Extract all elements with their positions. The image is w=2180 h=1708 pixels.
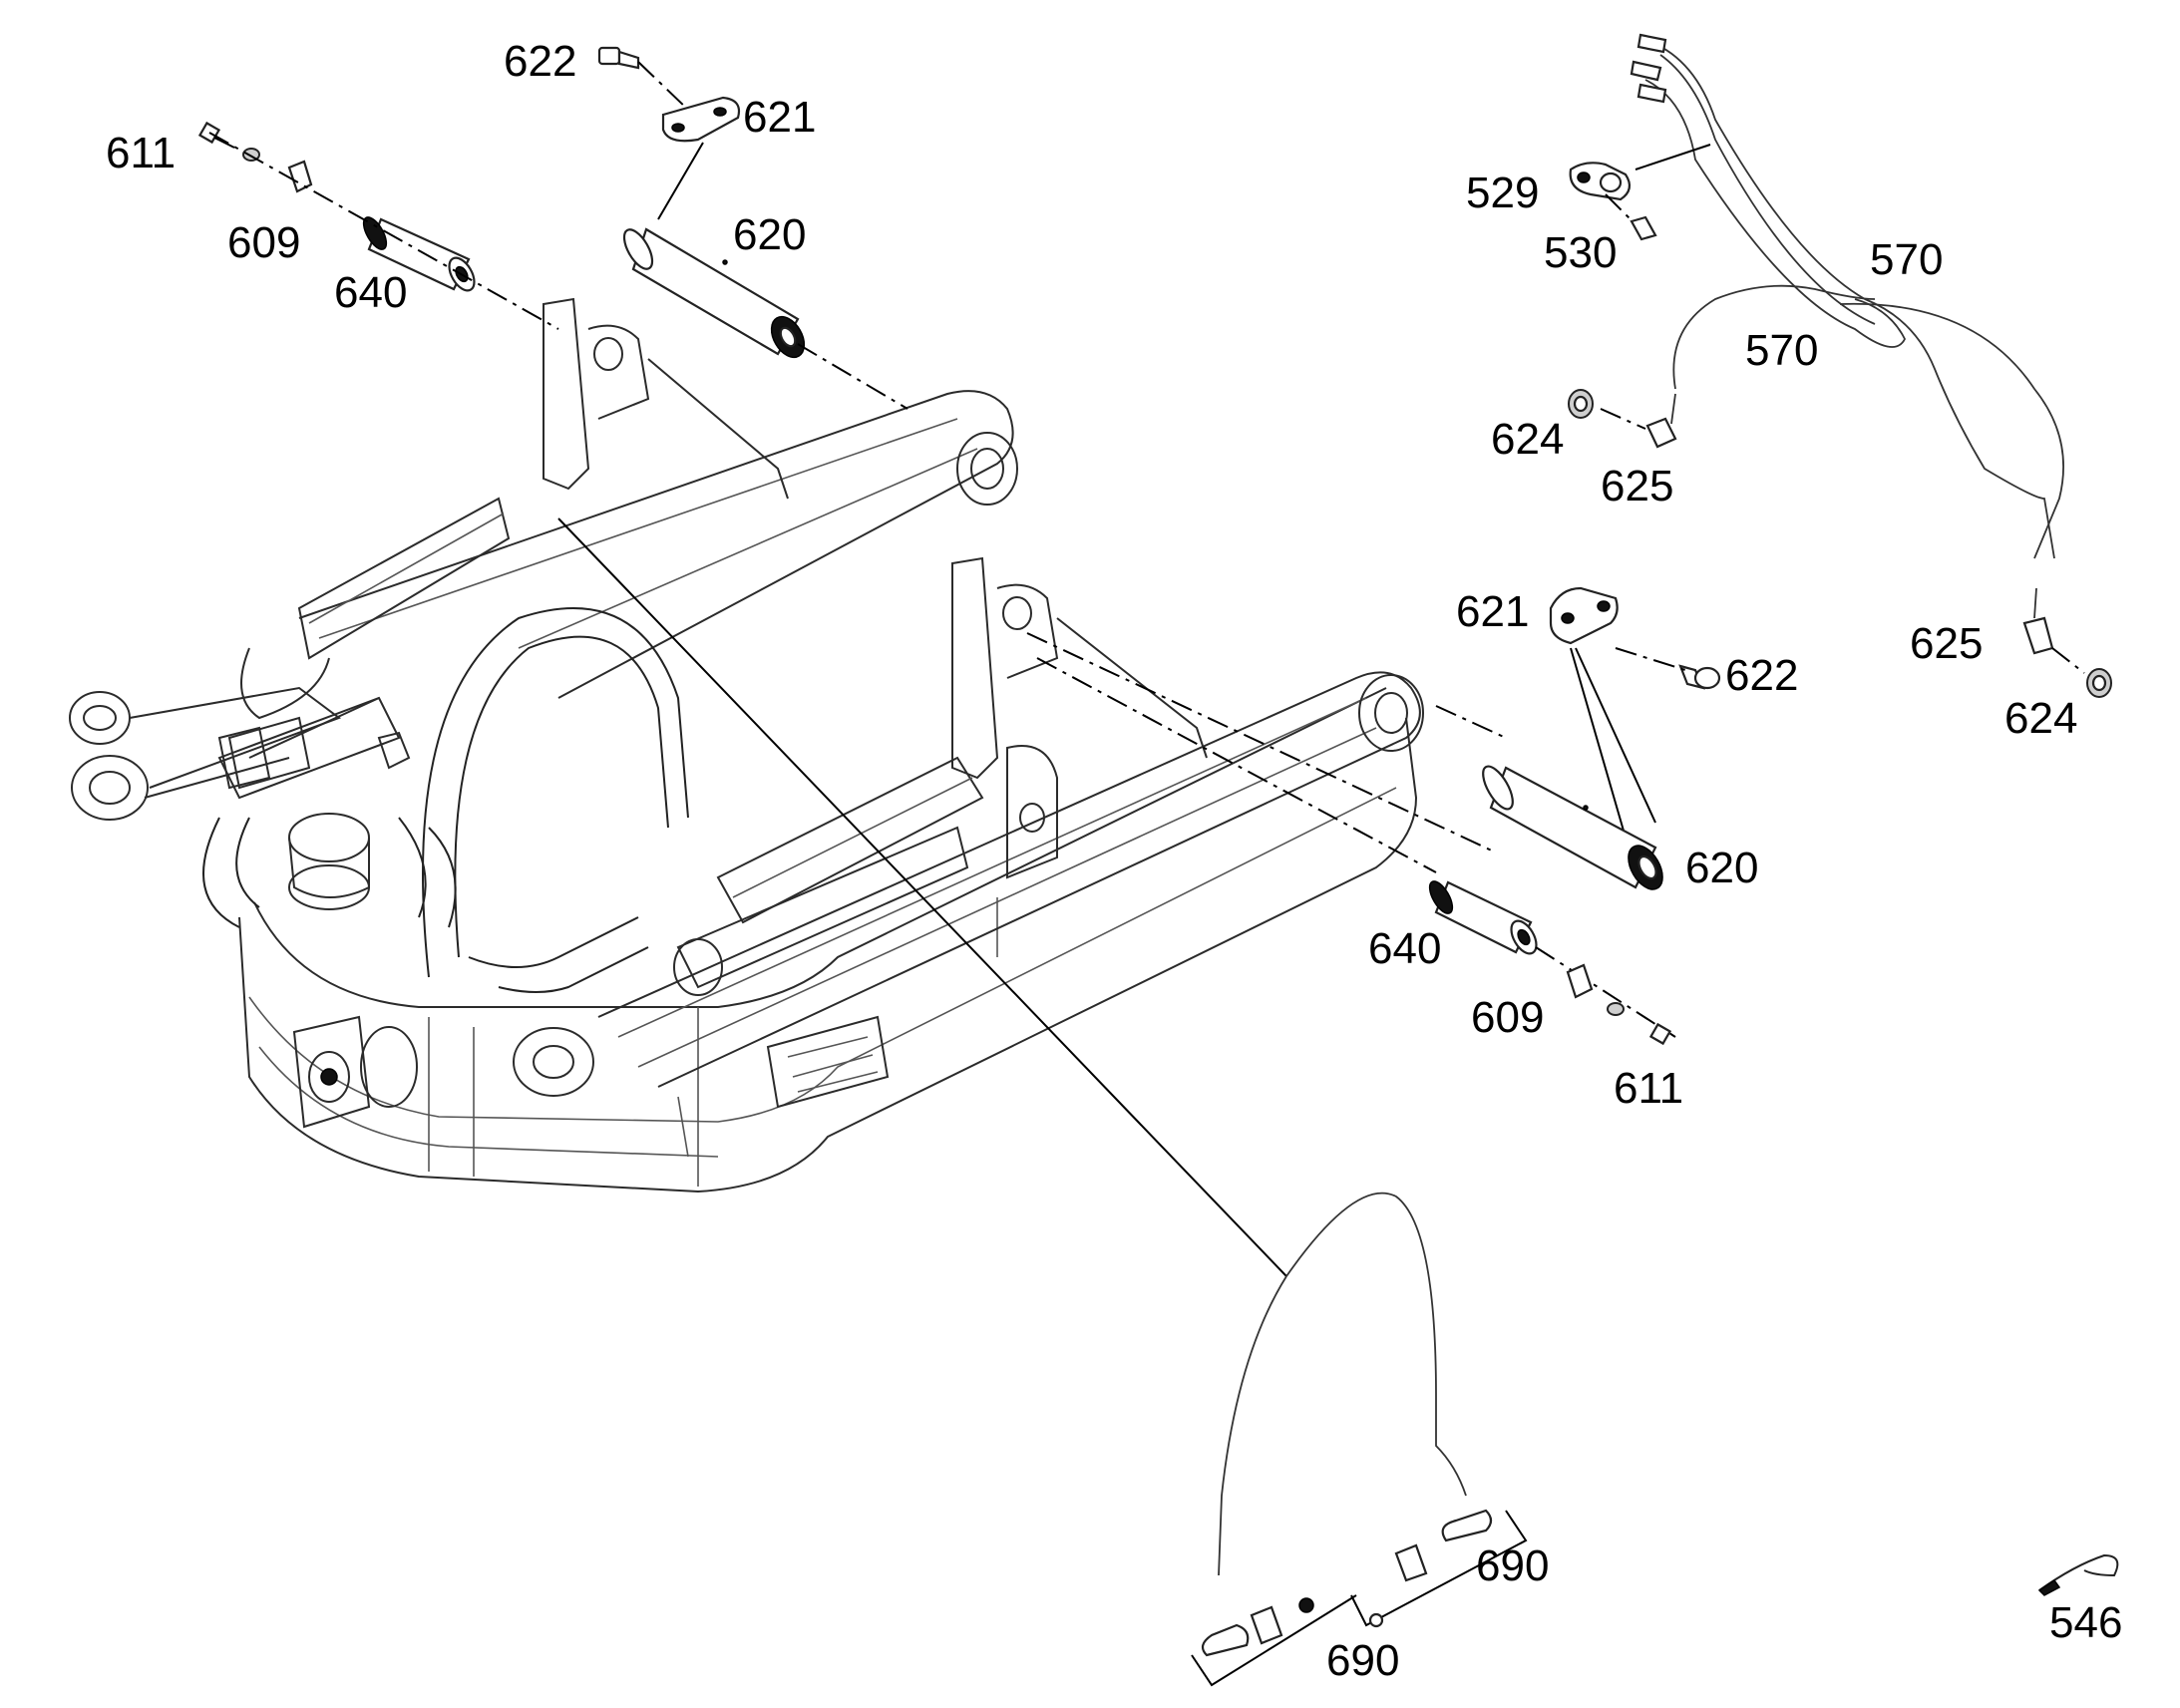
callout-624-right: 624 <box>2004 694 2077 743</box>
washer-mid-icon <box>1607 1002 1625 1016</box>
screw-530-icon <box>1630 215 1657 241</box>
callout-625-left: 625 <box>1601 462 1673 511</box>
callout-621-top: 621 <box>743 93 816 142</box>
callout-620-mid: 620 <box>1685 844 1758 892</box>
callout-622-top: 622 <box>504 37 576 86</box>
top-pin-group <box>597 46 908 410</box>
nipple-624-right-icon <box>2086 668 2112 698</box>
fitting-625-left-icon <box>1645 417 1677 449</box>
nipple-624-left-icon <box>1568 389 1594 419</box>
cable-tie-546-icon <box>2037 1553 2119 1596</box>
callout-611-left: 611 <box>106 129 176 177</box>
mid-pin-group <box>1026 586 1721 1046</box>
callout-611-mid: 611 <box>1614 1064 1683 1113</box>
bolt-622-top-icon <box>597 46 640 70</box>
bolt-611-mid-icon <box>1648 1022 1672 1046</box>
pin-620-mid-icon <box>1482 765 1663 890</box>
pin-640-mid-icon <box>1428 880 1538 955</box>
plate-621-mid-icon <box>1549 586 1619 645</box>
frame-assembly <box>69 297 1424 1194</box>
callout-620-top: 620 <box>733 210 806 259</box>
connector-690-a-icon <box>1201 1597 1314 1657</box>
plate-621-top-icon <box>661 96 741 143</box>
callout-640-mid: 640 <box>1368 924 1441 973</box>
callout-570-a: 570 <box>1870 235 1943 284</box>
fitting-625-right-icon <box>2022 616 2054 655</box>
clamp-529-icon <box>1569 162 1632 201</box>
callout-621-mid: 621 <box>1456 587 1529 636</box>
callout-609-left: 609 <box>227 218 300 267</box>
cable-harness-group <box>1568 33 2112 698</box>
callout-609-mid: 609 <box>1471 993 1544 1042</box>
callout-labels: 622 621 620 611 609 640 529 530 570 570 … <box>106 37 2122 1685</box>
clip-609-left-icon <box>287 160 313 193</box>
callout-570-b: 570 <box>1745 326 1818 375</box>
callout-625-right: 625 <box>1910 619 1983 668</box>
bolt-611-left-icon <box>197 121 235 149</box>
callout-690-b: 690 <box>1476 1541 1549 1590</box>
connector-690-b-icon <box>1368 1509 1493 1628</box>
cable-690-group <box>557 517 1528 1687</box>
callout-640-left: 640 <box>334 268 407 317</box>
callout-530: 530 <box>1544 228 1617 277</box>
callout-529: 529 <box>1466 169 1539 217</box>
callout-622-mid: 622 <box>1725 651 1798 700</box>
left-pin-group <box>197 121 559 330</box>
bolt-622-mid-icon <box>1678 664 1721 690</box>
callout-546: 546 <box>2049 1598 2122 1647</box>
callout-690-a: 690 <box>1326 1636 1399 1685</box>
callout-624-left: 624 <box>1491 415 1564 464</box>
pin-620-top-icon <box>622 227 806 359</box>
clip-609-mid-icon <box>1566 963 1594 999</box>
